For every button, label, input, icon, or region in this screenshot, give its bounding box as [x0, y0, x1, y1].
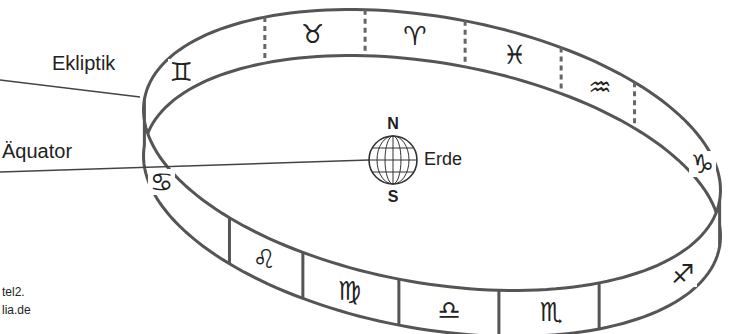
zodiac-cell: ♒ [586, 74, 613, 100]
zodiac-cell: ♐ [669, 261, 696, 287]
zodiac-cell: ♏ [538, 299, 565, 325]
south-pole-label: S [388, 188, 399, 206]
earth-label: Erde [424, 149, 462, 170]
credit-text: lia.de [2, 303, 31, 317]
zodiac-sign: ♑ [691, 149, 714, 179]
back-divider [263, 17, 266, 63]
zodiac-cell: ♑ [689, 151, 716, 177]
zodiac-sign: ♓ [503, 40, 526, 70]
front-divider [598, 283, 601, 329]
zodiac-sign: ♍ [338, 276, 361, 306]
zodiac-cell: ♌ [250, 246, 277, 272]
back-divider [364, 10, 367, 56]
zodiac-sign: ♋ [150, 167, 173, 197]
credit-text: lia.de [2, 304, 31, 318]
back-divider [464, 21, 467, 67]
front-divider [301, 252, 304, 298]
south-pole-label: S [388, 188, 399, 205]
globe-latitude [373, 148, 413, 149]
equator-label: Äquator [2, 140, 72, 162]
earth-globe [369, 136, 417, 184]
zodiac-sign: ♌ [252, 244, 275, 274]
ring-front-wall [144, 99, 720, 334]
zodiac-sign: ♒ [588, 72, 611, 102]
north-pole-label: N [387, 115, 399, 133]
north-pole-label: N [387, 115, 399, 132]
zodiac-cell: ♋ [148, 169, 175, 195]
globe-equator [369, 160, 417, 161]
zodiac-cell: ♊ [168, 59, 195, 85]
zodiac-cell: ♓ [501, 42, 528, 68]
earth-label: Erde [424, 149, 462, 169]
front-divider [397, 279, 400, 325]
credit-text: tel2. [2, 286, 25, 300]
back-divider [633, 82, 636, 128]
zodiac-cell: ♎ [436, 297, 463, 323]
globe-latitude [373, 172, 413, 173]
ecliptic-leader [0, 80, 140, 97]
front-divider [228, 218, 231, 264]
zodiac-sign: ♐ [671, 259, 694, 289]
zodiac-sign: ♉ [301, 19, 324, 49]
ecliptic-label: Ekliptik [52, 52, 115, 74]
zodiac-cell: ♈ [401, 23, 428, 49]
ring-back-face [144, 10, 720, 247]
zodiac-cell: ♍ [336, 278, 363, 304]
ring-back-top-edge [144, 10, 720, 201]
equator-label: Äquator [2, 140, 72, 163]
back-divider [560, 48, 563, 94]
zodiac-sign: ♈ [403, 21, 426, 51]
ecliptic-label: Ekliptik [52, 52, 115, 75]
zodiac-sign: ♏ [540, 297, 563, 327]
credit-text: tel2. [2, 285, 25, 299]
front-divider [497, 290, 500, 334]
zodiac-sign: ♊ [170, 57, 193, 87]
zodiac-sign: ♎ [438, 295, 461, 325]
zodiac-cell: ♉ [299, 21, 326, 47]
